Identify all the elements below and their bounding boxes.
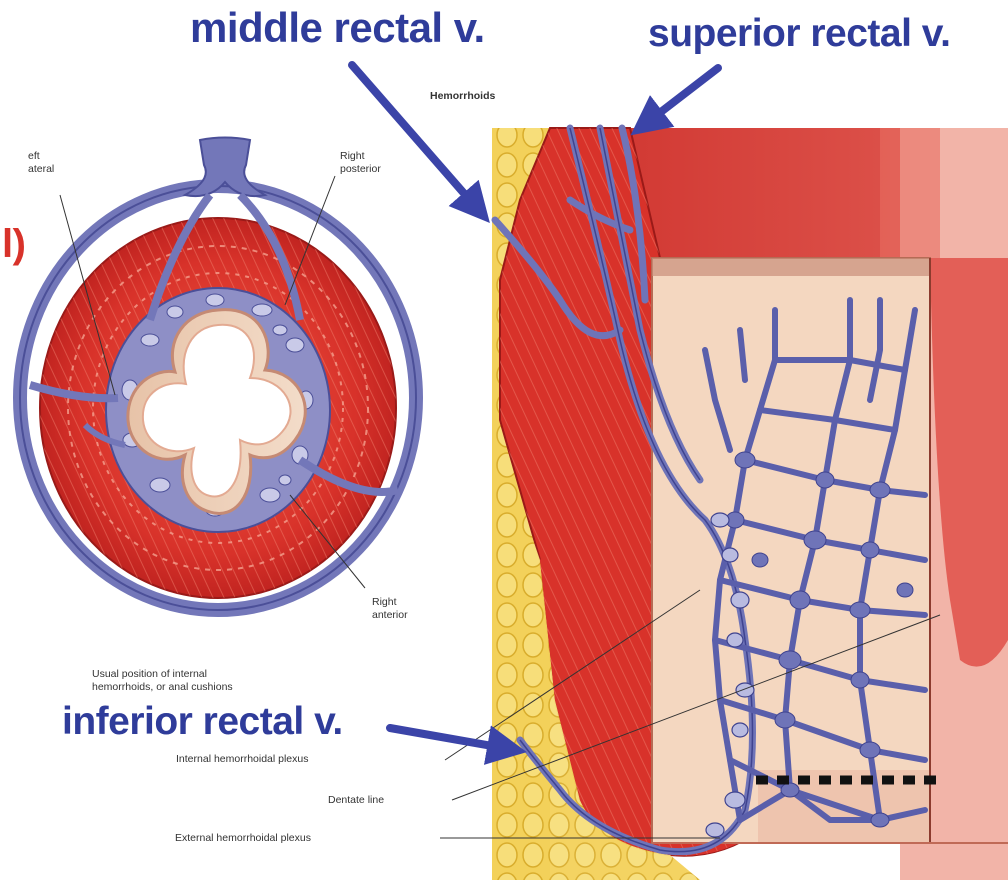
right-posterior-label: Right posterior xyxy=(340,150,381,176)
partial-marker-label: l) xyxy=(2,222,25,267)
usual-position-label: Usual position of internal hemorrhoids, … xyxy=(92,668,233,694)
left-lateral-line1: eft xyxy=(28,150,40,162)
superior-rectal-arrow xyxy=(640,68,718,128)
middle-rectal-label: middle rectal v. xyxy=(190,4,485,52)
left-lateral-label: eft ateral xyxy=(28,150,68,176)
right-anterior-line1: Right xyxy=(372,596,397,608)
external-plexus-label: External hemorrhoidal plexus xyxy=(175,832,311,845)
right-anterior-label: Right anterior xyxy=(372,596,408,622)
superior-rectal-label: superior rectal v. xyxy=(648,12,950,56)
internal-plexus-label: Internal hemorrhoidal plexus xyxy=(176,753,309,766)
hemorrhoids-label: Hemorrhoids xyxy=(430,90,495,103)
right-posterior-line1: Right xyxy=(340,150,365,162)
cross-section xyxy=(20,138,416,611)
usual-position-line1: Usual position of internal xyxy=(92,668,207,680)
inferior-rectal-label: inferior rectal v. xyxy=(62,700,343,744)
right-posterior-line2: posterior xyxy=(340,163,381,175)
middle-rectal-arrow xyxy=(352,65,482,214)
usual-position-line2: hemorrhoids, or anal cushions xyxy=(92,681,233,693)
right-anterior-line2: anterior xyxy=(372,609,408,621)
left-lateral-line2: ateral xyxy=(28,163,54,175)
dentate-line-label: Dentate line xyxy=(328,794,384,807)
longitudinal-section xyxy=(440,128,1008,880)
